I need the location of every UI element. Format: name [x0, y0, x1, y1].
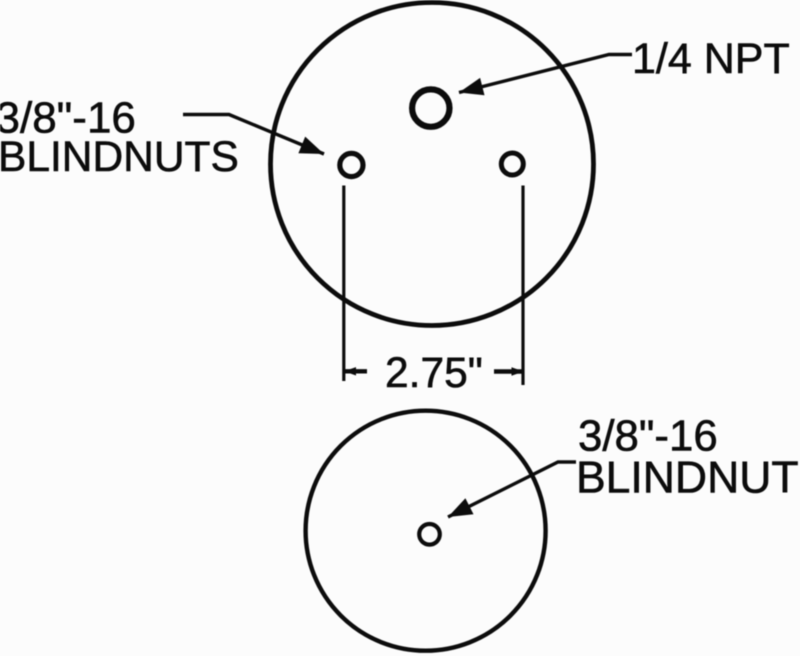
svg-text:1/4 NPT: 1/4 NPT: [632, 35, 790, 83]
svg-text:BLINDNUTS: BLINDNUTS: [576, 454, 800, 503]
svg-text:3/8"-16: 3/8"-16: [0, 94, 136, 143]
svg-text:2.75": 2.75": [385, 350, 483, 397]
svg-text:3/8"-16: 3/8"-16: [578, 412, 718, 461]
svg-text:BLINDNUTS: BLINDNUTS: [0, 134, 239, 181]
